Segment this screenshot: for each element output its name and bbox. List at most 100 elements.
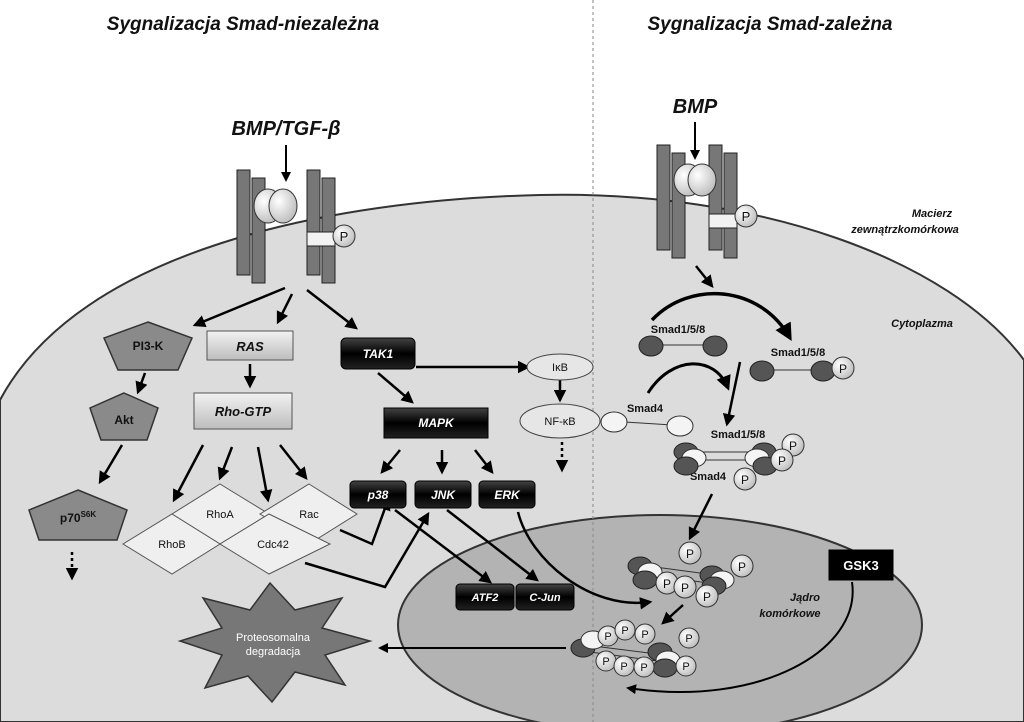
node-p38: p38 (367, 488, 389, 502)
arrow-nucleus-complex (661, 604, 684, 625)
arrow-smad-phosphorylation (650, 291, 792, 342)
node-pi3k: PI3-K (133, 339, 164, 353)
label-ecm: Macierz (912, 208, 953, 220)
receptor-left: P (236, 169, 356, 284)
proteasome-star (177, 581, 373, 704)
arrow-cdc42-jnk (304, 511, 430, 589)
smad-complex-cytoplasm: P P P (673, 433, 805, 491)
phospho-label: P (602, 656, 609, 668)
arrow-rhogtp-rac (279, 444, 308, 480)
node-p38-box (349, 480, 407, 509)
arrow-mapk-erk (474, 449, 494, 474)
arrow-rhogtp-cdc42 (256, 446, 273, 503)
smad-rsmad-inactive (638, 335, 728, 357)
phospho-label: P (604, 631, 611, 643)
node-mapk-box (383, 407, 489, 439)
arrow-rhogtp-rhob (172, 444, 205, 503)
arrow-rac-p38 (339, 497, 391, 546)
receptor-right: P (656, 144, 758, 259)
phospho-label: P (640, 662, 647, 674)
node-erk: ERK (494, 488, 521, 502)
arrow-receptor-pi3k (192, 286, 286, 327)
phospho-label: P (685, 633, 692, 645)
node-p70-shape (28, 489, 128, 541)
proteasome-label: Proteosomalna (236, 632, 311, 644)
node-rac: Rac (299, 509, 319, 521)
node-atf2-box (455, 583, 515, 611)
arrow-receptor-tak1 (306, 289, 358, 330)
arrow-tak1-mapk (377, 372, 414, 404)
label-nucleus: Jądro (790, 592, 820, 604)
arrow-pi3k-akt (135, 372, 148, 395)
node-tak1: TAK1 (363, 347, 394, 361)
node-akt: Akt (114, 413, 133, 427)
label-smad4-a: Smad4 (627, 403, 664, 415)
cell-nucleus (397, 514, 923, 722)
phospho-label: P (703, 590, 711, 604)
label-smad158-c: Smad1/5/8 (711, 429, 765, 441)
arrow-gsk3-loop (626, 581, 854, 695)
arrow-jnk-cjun (446, 509, 539, 582)
node-ras: RAS (236, 339, 264, 354)
node-p70: p70S6K (60, 510, 96, 525)
node-nfkb-shape (519, 403, 601, 439)
label-smad158-a: Smad1/5/8 (651, 324, 705, 336)
smad-smad4 (600, 411, 694, 437)
arrow-akt-p70 (98, 444, 124, 485)
phospho-label: P (641, 629, 648, 641)
smad-complex-polyphosphorylated: P P P P P P P P (570, 619, 700, 678)
node-ras-box (206, 330, 294, 361)
arrow-rhogtp-rhoa (217, 446, 234, 481)
label-smad4-b: Smad4 (690, 471, 727, 483)
node-mapk: MAPK (418, 416, 455, 430)
arrow-rsmad-complex (722, 361, 742, 427)
label-cytoplasm: Cytoplazma (891, 318, 953, 330)
phospho-label: P (621, 625, 628, 637)
phospho-label: P (738, 560, 746, 574)
phospho-label: P (741, 473, 749, 487)
label-ecm-2: zewnątrzkomórkowa (850, 224, 959, 236)
phospho-label: P (839, 362, 847, 376)
phospho-label: P (742, 209, 751, 224)
node-rhoa: RhoA (206, 509, 234, 521)
node-ikb: IκB (552, 362, 568, 374)
smad-complex-nucleus: P P P P P (627, 541, 754, 608)
label-smad158-b: Smad1/5/8 (771, 347, 825, 359)
arrow-erk-nucleus (516, 511, 653, 610)
node-pi3k-shape (102, 321, 194, 371)
header-smad-dependent: Sygnalizacja Smad-zależna (648, 14, 893, 35)
smad-rsmad-active: P (749, 356, 855, 382)
node-gsk3-box (828, 549, 894, 581)
header-smad-independent: Sygnalizacja Smad-niezależna (107, 14, 380, 35)
node-rhogtp: Rho-GTP (215, 404, 272, 419)
node-rhogtp-box (193, 392, 293, 430)
phospho-label: P (681, 581, 689, 595)
arrow-smad4-binding (646, 362, 731, 394)
node-nfkb: NF-κB (544, 416, 575, 428)
ligand-bmp-tgfb: BMP/TGF-β (231, 118, 340, 140)
node-cjun: C-Jun (529, 592, 560, 604)
phospho-label: P (340, 229, 349, 244)
node-cdc42: Cdc42 (257, 539, 289, 551)
node-akt-shape (89, 392, 159, 441)
node-jnk: JNK (431, 488, 456, 502)
node-jnk-box (414, 480, 472, 509)
arrow-receptor-smad (695, 265, 714, 288)
arrow-p38-atf2 (394, 509, 492, 584)
phospho-label: P (789, 439, 797, 453)
arrow-complex-nucleus (688, 493, 714, 541)
phospho-label: P (778, 454, 786, 468)
node-atf2: ATF2 (471, 592, 499, 604)
phospho-label: P (663, 577, 671, 591)
arrow-receptor-ras (276, 293, 294, 325)
node-rhob: RhoB (158, 539, 186, 551)
ligand-bmp: BMP (673, 96, 718, 118)
phospho-label: P (682, 661, 689, 673)
phospho-label: P (686, 547, 694, 561)
node-ikb-shape (526, 353, 594, 381)
node-tak1-box (340, 337, 416, 370)
proteasome-label-2: degradacja (246, 646, 301, 658)
node-erk-box (478, 480, 536, 509)
